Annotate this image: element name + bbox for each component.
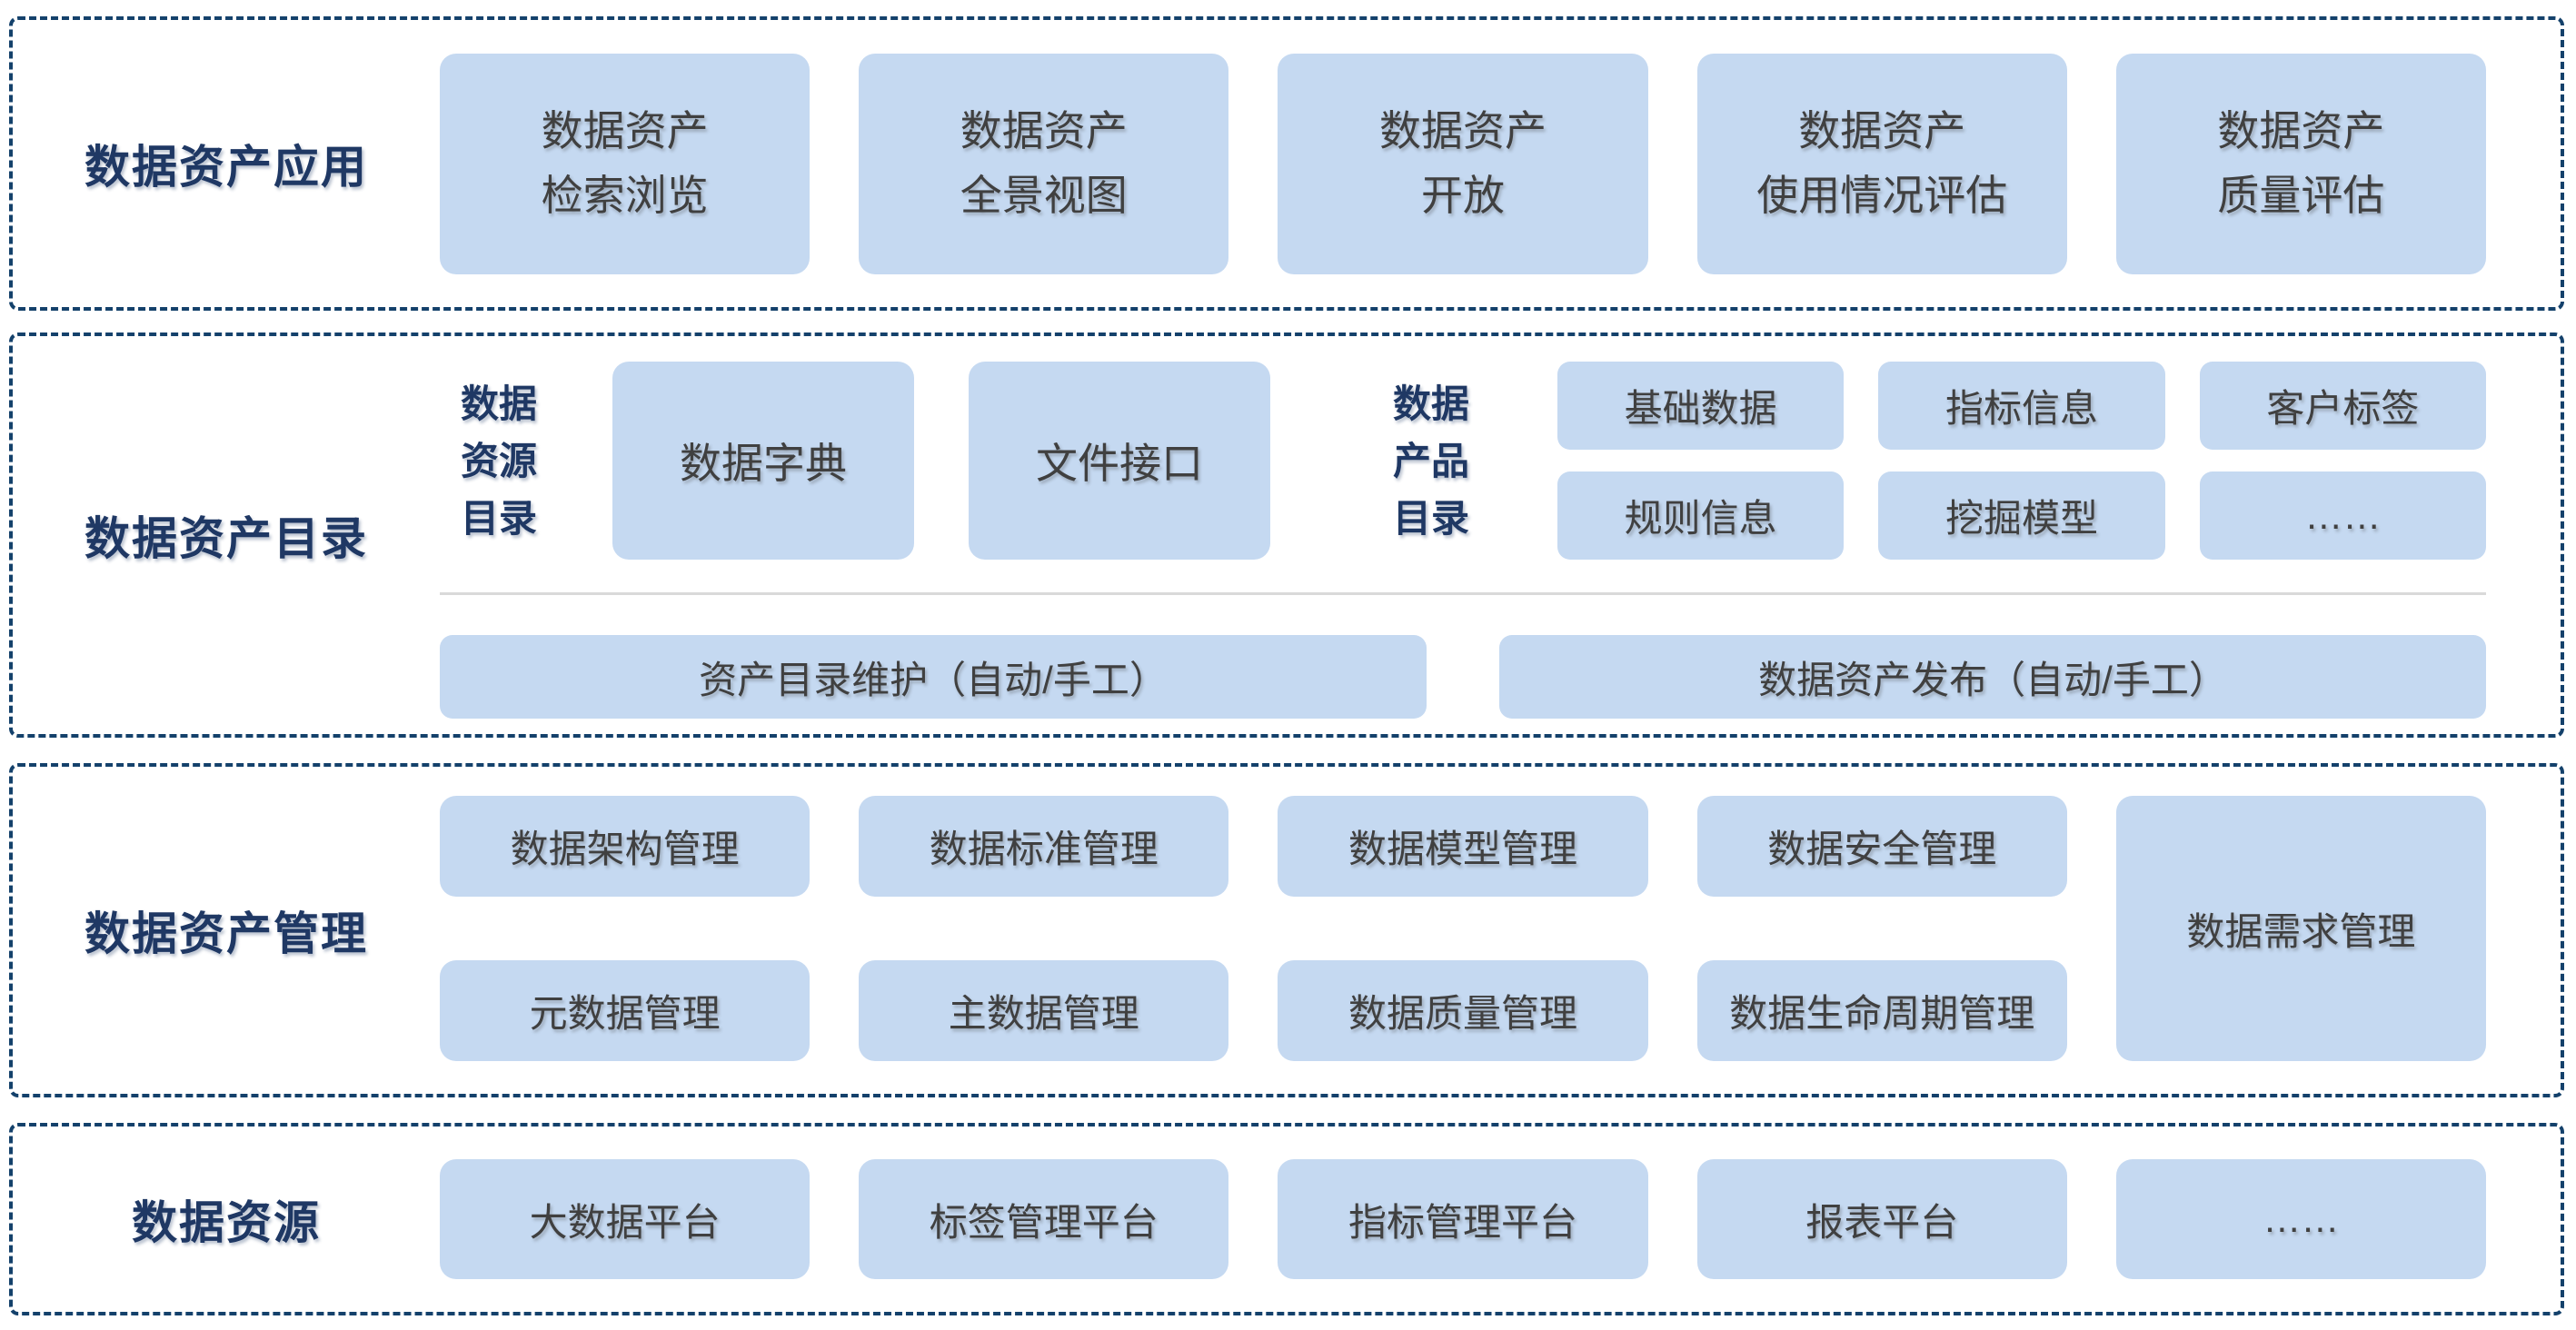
box-asset-opening: 数据资产 开放 <box>1278 53 1648 274</box>
resources-box-row: 大数据平台 标签管理平台 指标管理平台 报表平台 …… <box>440 1159 2487 1279</box>
label-data-product-catalog: 数据 产品 目录 <box>1392 382 1469 540</box>
box-asset-usage-evaluation: 数据资产 使用情况评估 <box>1696 53 2067 274</box>
box-data-lifecycle-mgmt: 数据生命周期管理 <box>1696 960 2067 1061</box>
box-asset-search-browse: 数据资产 检索浏览 <box>440 53 811 274</box>
box-data-security-mgmt: 数据安全管理 <box>1696 796 2067 897</box>
catalog-bars-row: 资产目录维护（自动/手工） 数据资产发布（自动/手工） <box>440 635 2486 719</box>
box-master-data-mgmt: 主数据管理 <box>859 960 1229 1061</box>
box-mining-model: 挖掘模型 <box>1878 471 2165 560</box>
catalog-content: 数据 资源 目录 数据字典 文件接口 数据 产品 目录 基础数据 指标信息 客户… <box>440 336 2486 734</box>
section-label-resources: 数据资源 <box>132 1197 321 1248</box>
box-product-ellipsis: …… <box>2199 471 2486 560</box>
box-asset-quality-evaluation: 数据资产 质量评估 <box>2115 53 2487 274</box>
box-file-interface: 文件接口 <box>969 362 1270 560</box>
box-data-architecture-mgmt: 数据架构管理 <box>440 796 811 897</box>
box-data-quality-mgmt: 数据质量管理 <box>1278 960 1648 1061</box>
section-label-application: 数据资产应用 <box>85 142 368 193</box>
box-metadata-mgmt: 元数据管理 <box>440 960 811 1061</box>
box-basic-data: 基础数据 <box>1557 362 1845 450</box>
section-label-catalog: 数据资产目录 <box>85 513 368 564</box>
bar-catalog-maintenance: 资产目录维护（自动/手工） <box>440 635 1427 719</box>
section-data-resources: 数据资源 大数据平台 标签管理平台 指标管理平台 报表平台 …… <box>9 1123 2564 1315</box>
box-big-data-platform: 大数据平台 <box>440 1159 811 1279</box>
box-data-standard-mgmt: 数据标准管理 <box>859 796 1229 897</box>
box-asset-panorama-view: 数据资产 全景视图 <box>859 53 1229 274</box>
box-data-demand-mgmt: 数据需求管理 <box>2115 796 2486 1061</box>
bar-asset-publish: 数据资产发布（自动/手工） <box>1499 635 2486 719</box>
section-data-asset-catalog: 数据资产目录 数据 资源 目录 数据字典 文件接口 数据 产品 目录 基础数据 … <box>9 332 2564 738</box>
catalog-upper-row: 数据 资源 目录 数据字典 文件接口 数据 产品 目录 基础数据 指标信息 客户… <box>440 362 2486 560</box>
box-data-dictionary: 数据字典 <box>612 362 914 560</box>
section-data-asset-application: 数据资产应用 数据资产 检索浏览 数据资产 全景视图 数据资产 开放 数据资产 … <box>9 16 2564 311</box>
section-label-management: 数据资产管理 <box>85 908 368 959</box>
application-box-row: 数据资产 检索浏览 数据资产 全景视图 数据资产 开放 数据资产 使用情况评估 … <box>440 53 2487 274</box>
product-catalog-grid: 基础数据 指标信息 客户标签 规则信息 挖掘模型 …… <box>1557 362 2486 560</box>
box-data-model-mgmt: 数据模型管理 <box>1278 796 1648 897</box>
box-indicator-mgmt-platform: 指标管理平台 <box>1278 1159 1648 1279</box>
box-customer-tag: 客户标签 <box>2199 362 2486 450</box>
label-data-resource-catalog: 数据 资源 目录 <box>460 382 537 540</box>
box-resources-ellipsis: …… <box>2115 1159 2487 1279</box>
box-report-platform: 报表平台 <box>1696 1159 2067 1279</box>
box-rule-info: 规则信息 <box>1557 471 1845 560</box>
box-tag-mgmt-platform: 标签管理平台 <box>859 1159 1229 1279</box>
section-data-asset-management: 数据资产管理 数据架构管理 数据标准管理 数据模型管理 数据安全管理 数据需求管… <box>9 763 2564 1097</box>
management-grid: 数据架构管理 数据标准管理 数据模型管理 数据安全管理 数据需求管理 元数据管理… <box>440 796 2486 1061</box>
box-indicator-info: 指标信息 <box>1878 362 2165 450</box>
separator-line <box>440 592 2486 595</box>
